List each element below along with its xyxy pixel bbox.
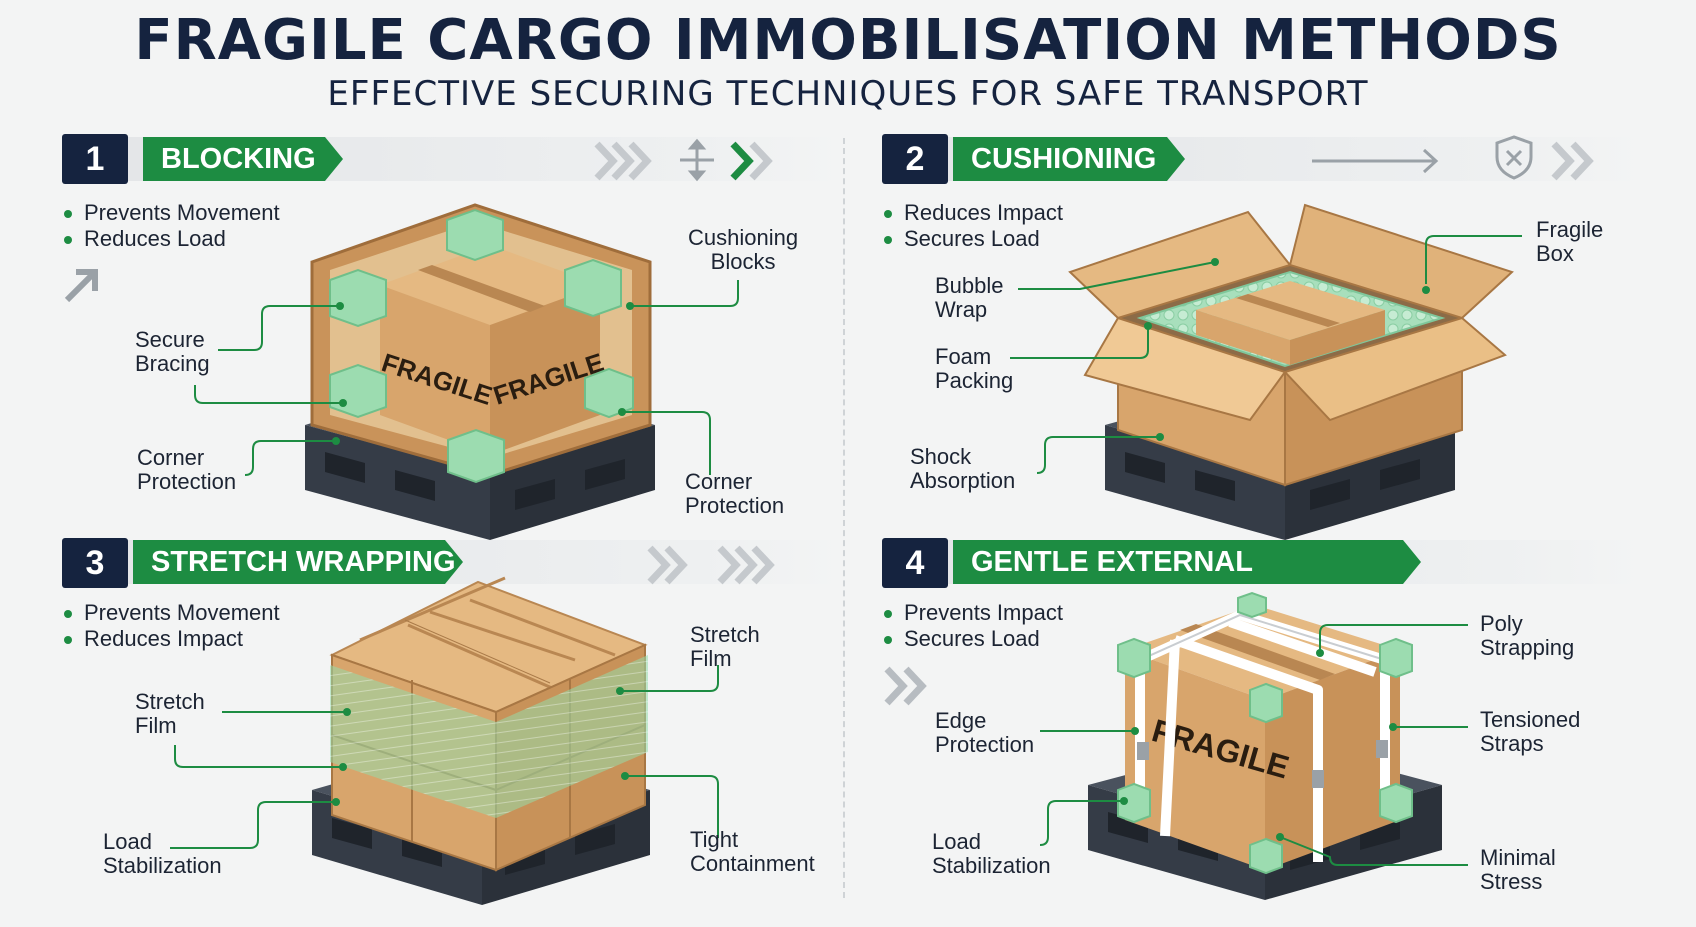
label-fragile-box: Fragile Box — [1536, 217, 1604, 266]
chevrons-icon — [647, 545, 688, 585]
section-1-number: 1 — [62, 134, 128, 184]
chevrons-green-icon — [730, 141, 773, 181]
section-1-title: BLOCKING — [143, 137, 343, 181]
label-bubble-wrap: Bubble Wrap — [935, 273, 1004, 322]
label-secure-bracing: Secure Bracing — [135, 327, 210, 376]
label-corner-protection-right: Corner Protection — [685, 469, 785, 518]
shield-x-icon — [1495, 135, 1533, 180]
bullet-item: Reduces Impact — [882, 200, 1063, 226]
label-shock-absorption: Shock Absorption — [910, 444, 1016, 493]
bullet-item: Prevents Impact — [882, 600, 1063, 626]
cushion-block — [329, 268, 387, 328]
blocking-illustration: FRAGILE FRAGILE — [194, 203, 739, 540]
cushion-block — [564, 258, 622, 318]
label-edge-protection: Edge Protection — [935, 708, 1035, 757]
strapping-illustration: FRAGILE — [1039, 591, 1468, 900]
label-stretch-film-right: Stretch Film — [690, 622, 760, 671]
section-2-number: 2 — [882, 134, 948, 184]
cushion-block — [584, 367, 634, 419]
label-tight-containment: Tight Containment — [690, 827, 815, 876]
label-foam-packing: Foam Packing — [935, 344, 1014, 393]
label-stretch-film-left: Stretch Film — [135, 689, 205, 738]
section-4-bullets: Prevents Impact Secures Load — [882, 600, 1063, 652]
label-corner-protection-left: Corner Protection — [137, 445, 237, 494]
bullet-item: Prevents Movement — [62, 600, 280, 626]
chevrons-icon — [884, 666, 927, 706]
page-title: FRAGILE CARGO IMMOBILISATION METHODS — [134, 8, 1562, 73]
label-minimal-stress: Minimal Stress — [1480, 845, 1556, 894]
cushion-block — [447, 428, 505, 484]
diagonal-arrow-icon — [64, 269, 98, 303]
page-subtitle: EFFECTIVE SECURING TECHNIQUES FOR SAFE T… — [327, 74, 1369, 114]
section-4-number: 4 — [882, 538, 948, 588]
section-2-bullets: Reduces Impact Secures Load — [882, 200, 1063, 252]
label-poly-strapping: Poly Strapping — [1480, 611, 1575, 660]
section-4-title: GENTLE EXTERNAL STRAPPING — [953, 540, 1421, 584]
bullet-item: Reduces Load — [62, 226, 280, 252]
cushion-block — [329, 363, 387, 419]
cushion-block — [446, 208, 504, 262]
long-arrow-icon — [1312, 148, 1439, 174]
label-load-stabilization-4: Load Stabilization — [932, 829, 1051, 878]
label-load-stabilization: Load Stabilization — [103, 829, 222, 878]
bullet-item: Prevents Movement — [62, 200, 280, 226]
section-1-bullets: Prevents Movement Reduces Load — [62, 200, 280, 252]
move-arrows-icon — [680, 138, 714, 182]
chevrons-icon — [717, 545, 775, 585]
section-3-number: 3 — [62, 538, 128, 588]
stretch-wrap-illustration — [170, 576, 719, 905]
section-3-title: STRETCH WRAPPING — [133, 540, 463, 584]
cushioning-illustration — [1010, 203, 1522, 540]
section-3-bullets: Prevents Movement Reduces Impact — [62, 600, 280, 652]
chevrons-icon — [1551, 141, 1594, 181]
label-cushioning-blocks: Cushioning Blocks — [688, 225, 799, 274]
bullet-item: Secures Load — [882, 226, 1063, 252]
bullet-item: Secures Load — [882, 626, 1063, 652]
bullet-item: Reduces Impact — [62, 626, 280, 652]
chevrons-icon — [594, 141, 652, 181]
section-2-title: CUSHIONING — [953, 137, 1185, 181]
section-divider — [843, 138, 845, 898]
label-tensioned-straps: Tensioned Straps — [1480, 707, 1581, 756]
